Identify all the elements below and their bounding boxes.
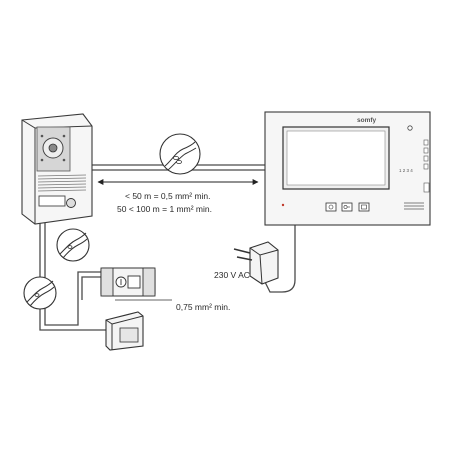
talk-button bbox=[325, 202, 337, 212]
cable-spec: < 50 m = 0,5 mm² min. 50 < 100 m = 1 mm²… bbox=[97, 179, 259, 214]
lock-wire-2 bbox=[44, 215, 79, 326]
monitor-led bbox=[281, 203, 285, 207]
camera-lens bbox=[48, 143, 58, 153]
wires bbox=[39, 164, 296, 331]
lock-actuator bbox=[105, 311, 144, 351]
cable-detail-strike bbox=[56, 228, 90, 262]
monitor-brand: somfy bbox=[357, 117, 377, 124]
power-supply-label: 230 V AC bbox=[214, 270, 250, 280]
plug-pin-1 bbox=[233, 248, 251, 254]
strike-wire bbox=[77, 271, 103, 300]
cable-detail-bus bbox=[159, 133, 201, 175]
lock-wire bbox=[39, 215, 110, 331]
door-station bbox=[21, 113, 93, 225]
gate-button bbox=[358, 202, 370, 212]
monitor-front-buttons bbox=[325, 202, 370, 212]
monitor-speaker-slots bbox=[404, 202, 424, 210]
cable-detail-lock bbox=[23, 276, 57, 310]
monitor-side-numbers: 1 2 3 4 bbox=[399, 168, 413, 173]
cable-spec-line2: 50 < 100 m = 1 mm² min. bbox=[117, 204, 212, 214]
plug-pin-2 bbox=[236, 256, 253, 261]
lock-cable-label: 0,75 mm² min. bbox=[176, 302, 230, 312]
power-adapter bbox=[233, 241, 279, 285]
monitor-side-buttons bbox=[423, 139, 430, 193]
speaker-grille bbox=[37, 174, 87, 192]
indoor-monitor: somfy 1 2 3 4 bbox=[264, 111, 431, 226]
call-button bbox=[66, 198, 76, 208]
power-wire bbox=[264, 225, 296, 293]
cable-spec-line1: < 50 m = 0,5 mm² min. bbox=[125, 191, 211, 201]
strike-wire-2 bbox=[81, 276, 103, 300]
monitor-microphone bbox=[407, 125, 413, 131]
name-plate bbox=[38, 195, 66, 207]
electric-strike bbox=[100, 267, 156, 297]
